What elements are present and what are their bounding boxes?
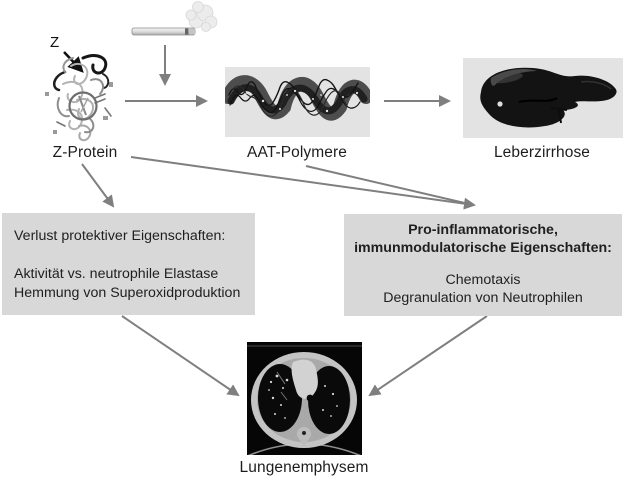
line-polymer-to-proinflammatorisch-box — [305, 165, 470, 205]
lungenemphysem-label: Lungenemphysem — [239, 459, 369, 476]
mutation-site-circle — [68, 91, 98, 121]
chest-ct-icon — [247, 342, 362, 455]
pro-box-heading-line: Pro-inflammatorische, — [408, 222, 558, 238]
arrow-zprotein-to-proinflammatorisch-box — [130, 156, 476, 210]
verlust-box-line: Hemmung von Superoxidproduktion — [14, 285, 241, 301]
arrow-verlust-box-to-lung — [121, 315, 240, 397]
aat-polymere-label: AAT-Polymere — [247, 144, 347, 161]
spacer — [344, 257, 622, 271]
spacer — [14, 246, 255, 265]
cigarette-smoke-icon — [131, 1, 218, 36]
z-protein-label: Z-Protein — [52, 144, 118, 161]
z-annotation-label: Z — [50, 34, 60, 51]
pro-inflammatorisch-box: Pro-inflammatorische, immunmodulatorisch… — [344, 214, 622, 316]
liver-icon — [480, 67, 617, 128]
polymer-chain-icon — [225, 75, 370, 121]
liver-panel — [463, 58, 623, 138]
arrow-proinflammatorisch-box-to-lung — [368, 315, 488, 397]
pro-box-heading-line: immunmodulatorische Eigenschaften: — [354, 240, 612, 256]
smoke-icon — [185, 1, 218, 32]
verlust-box-heading: Verlust protektiver Eigenschaften: — [14, 228, 226, 244]
leberzirrhose-label: Leberzirrhose — [493, 144, 591, 161]
verlust-box-line: Aktivität vs. neutrophile Elastase — [14, 266, 219, 282]
verlust-box: Verlust protektiver Eigenschaften: Aktiv… — [2, 213, 255, 315]
chest-ct-panel — [247, 342, 362, 455]
cigarette-icon — [131, 27, 196, 36]
protein-ribbon-icon — [45, 54, 113, 142]
aat-polymer-panel — [225, 67, 370, 137]
pro-box-line: Chemotaxis — [445, 272, 521, 288]
z-annotation-arrow-icon — [63, 51, 84, 73]
pro-box-line: Degranulation von Neutrophilen — [383, 290, 583, 306]
arrow-zprotein-to-verlust-box — [81, 163, 115, 208]
